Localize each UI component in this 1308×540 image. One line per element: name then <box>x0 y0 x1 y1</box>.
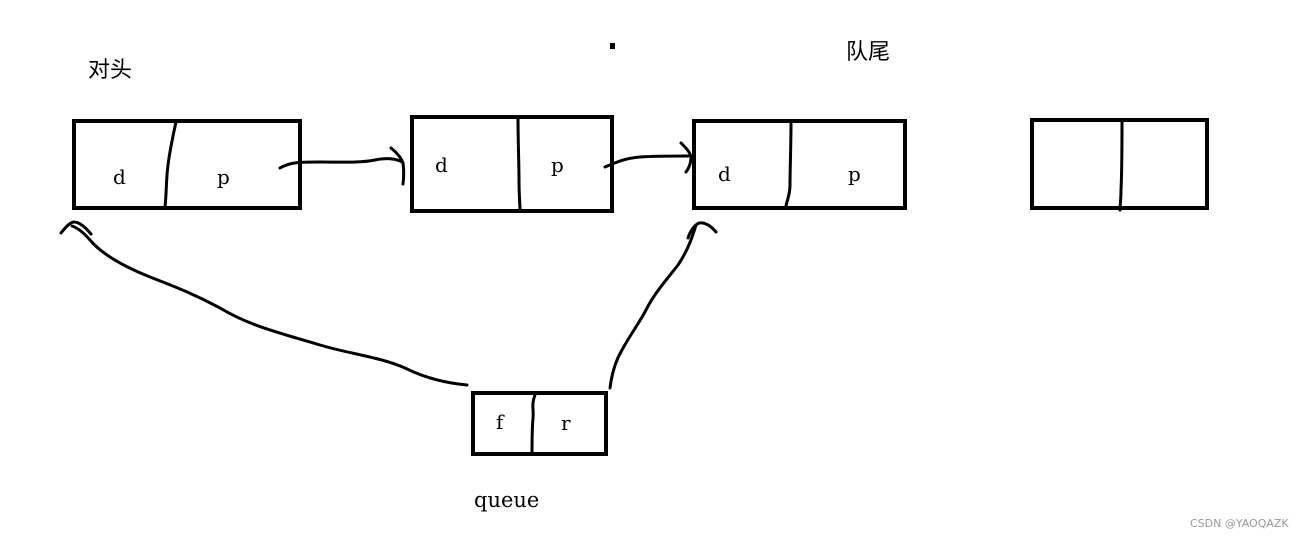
node-3: d p <box>692 119 907 210</box>
queue-struct-divider <box>530 393 537 455</box>
node-4 <box>1030 118 1209 212</box>
arrow-node1-to-node2-line <box>278 157 404 170</box>
node-2-divider <box>516 116 522 212</box>
arrow-node1-to-node2-head <box>389 146 406 186</box>
node-3-data-field: d <box>718 162 731 186</box>
queue-front-field: f <box>496 410 505 434</box>
arrow-node2-to-node3-head <box>679 141 693 174</box>
arrow-front-to-head <box>59 220 469 387</box>
arrow-rear-to-tail-head <box>686 221 718 240</box>
queue-rear-field: r <box>561 411 571 435</box>
head-label: 对头 <box>88 58 132 83</box>
node-1-box <box>72 119 302 210</box>
tail-label: 队尾 <box>846 40 890 65</box>
node-1-data-field: d <box>113 165 126 189</box>
arrow-node2-to-node3-line <box>603 154 690 169</box>
node-4-divider <box>1118 118 1124 212</box>
node-3-box <box>692 119 907 210</box>
node-2-pointer-field: p <box>551 153 564 177</box>
arrow-front-to-head-line <box>70 224 469 387</box>
node-1-pointer-field: p <box>217 165 230 189</box>
arrow-node2-to-node3 <box>603 141 693 174</box>
stray-dot <box>610 43 615 49</box>
node-3-divider <box>784 120 793 208</box>
arrow-node1-to-node2 <box>278 146 406 186</box>
node-3-pointer-field: p <box>848 162 861 186</box>
node-2: d p <box>410 115 614 213</box>
arrow-rear-to-tail <box>608 221 718 390</box>
node-1: d p <box>72 119 302 210</box>
node-1-divider <box>163 120 178 209</box>
arrow-rear-to-tail-line <box>608 223 698 390</box>
node-2-data-field: d <box>435 153 448 177</box>
queue-struct: f r queue <box>471 391 608 512</box>
queue-label: queue <box>474 488 539 512</box>
queue-struct-box <box>471 391 608 456</box>
arrow-front-to-head-head <box>59 220 93 236</box>
watermark-text: CSDN @YAOQAZK <box>1190 517 1289 530</box>
